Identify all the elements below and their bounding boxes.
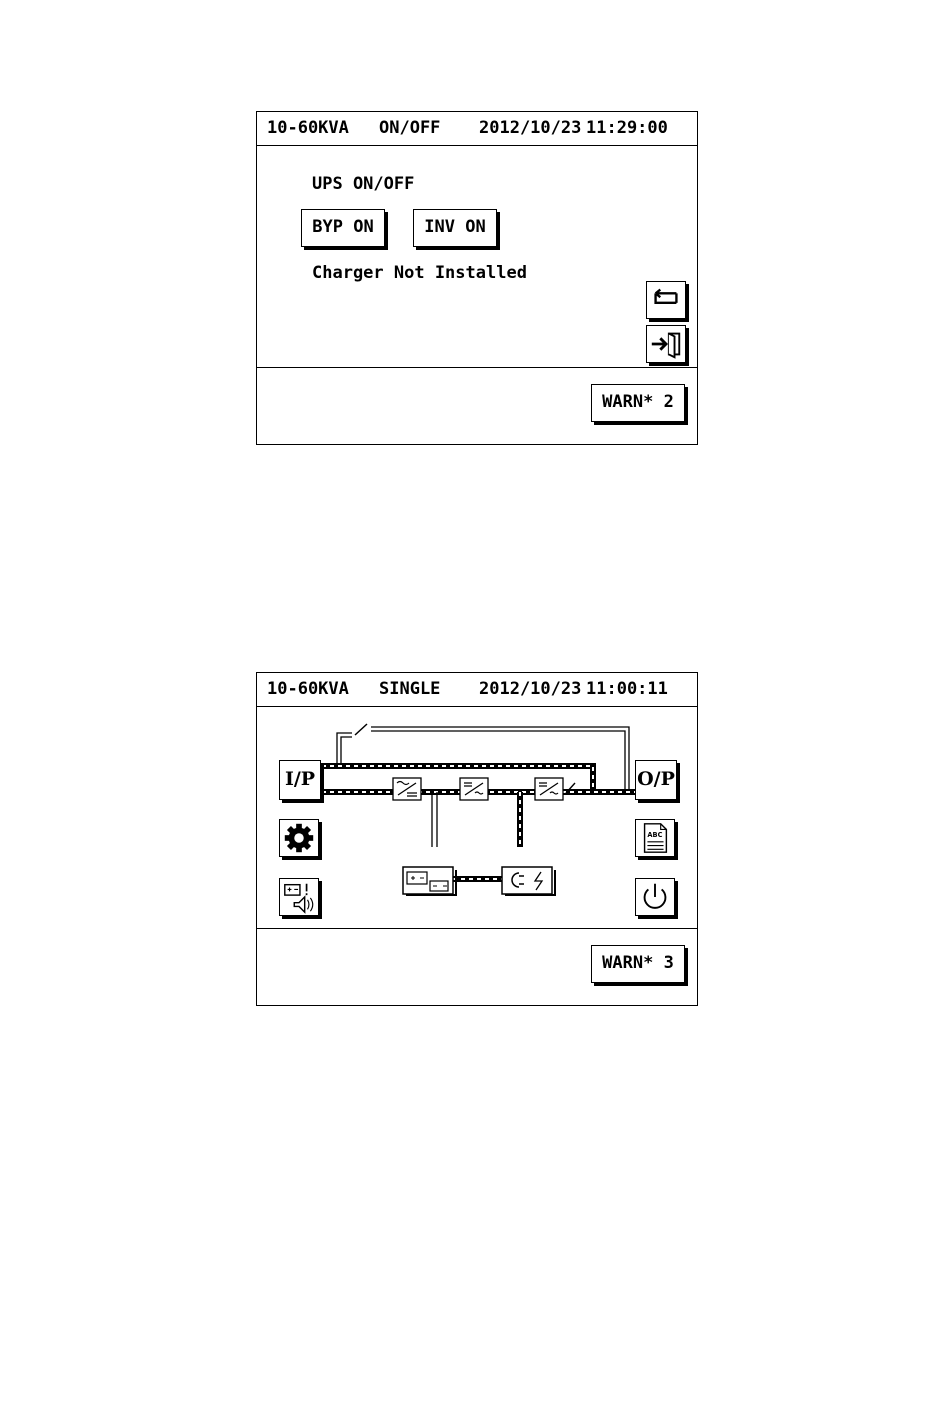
footer-bar: WARN* 3 [257, 928, 697, 1005]
warning-count: 3 [664, 953, 674, 973]
settings-gear-icon [280, 820, 318, 856]
battery-speaker-icon [280, 879, 318, 915]
ups-onoff-heading: UPS ON/OFF [312, 174, 414, 194]
power-icon [636, 879, 674, 915]
inverter-on-button[interactable]: INV ON [413, 209, 497, 247]
bypass-on-button[interactable]: BYP ON [301, 209, 385, 247]
time-label: 11:00:11 [586, 673, 668, 706]
battery-module[interactable] [403, 867, 456, 895]
input-label: I/P [285, 768, 315, 790]
model-label: 10-60KVA [267, 112, 349, 145]
date-label: 2012/10/23 [479, 112, 581, 145]
mode-label: ON/OFF [379, 112, 440, 145]
battery-line [432, 792, 437, 847]
mode-label: SINGLE [379, 673, 440, 706]
footer-bar: WARN* 2 [257, 367, 697, 444]
inverter-module[interactable] [460, 778, 488, 800]
power-flow-diagram: I/P [257, 707, 699, 929]
warning-button[interactable]: WARN* 2 [591, 384, 685, 422]
static-switch-module[interactable] [535, 778, 563, 800]
single-mode-screen: 10-60KVA SINGLE 2012/10/23 11:00:11 [256, 672, 698, 1006]
warning-count: 2 [664, 392, 674, 412]
settings-button[interactable] [279, 819, 319, 857]
title-bar: 10-60KVA SINGLE 2012/10/23 11:00:11 [257, 673, 697, 707]
charger-status-text: Charger Not Installed [312, 263, 527, 283]
rectifier-module[interactable] [393, 778, 421, 800]
back-arrow-icon [647, 282, 685, 318]
warning-label: WARN* [602, 953, 653, 973]
date-label: 2012/10/23 [479, 673, 581, 706]
exit-door-icon [647, 326, 685, 362]
output-button[interactable]: O/P [635, 760, 677, 800]
event-log-button[interactable]: ABC [635, 819, 675, 857]
output-label: O/P [637, 768, 675, 790]
title-bar: 10-60KVA ON/OFF 2012/10/23 11:29:00 [257, 112, 697, 146]
warning-button[interactable]: WARN* 3 [591, 945, 685, 983]
abc-document-icon: ABC [636, 820, 674, 856]
generator-module[interactable] [502, 867, 555, 895]
battery-audio-button[interactable] [279, 878, 319, 916]
time-label: 11:29:00 [586, 112, 668, 145]
power-button[interactable] [635, 878, 675, 916]
back-button[interactable] [646, 281, 686, 319]
model-label: 10-60KVA [267, 673, 349, 706]
input-button[interactable]: I/P [279, 760, 321, 800]
exit-button[interactable] [646, 325, 686, 363]
warning-label: WARN* [602, 392, 653, 412]
svg-text:ABC: ABC [647, 831, 662, 839]
onoff-screen: 10-60KVA ON/OFF 2012/10/23 11:29:00 UPS … [256, 111, 698, 445]
